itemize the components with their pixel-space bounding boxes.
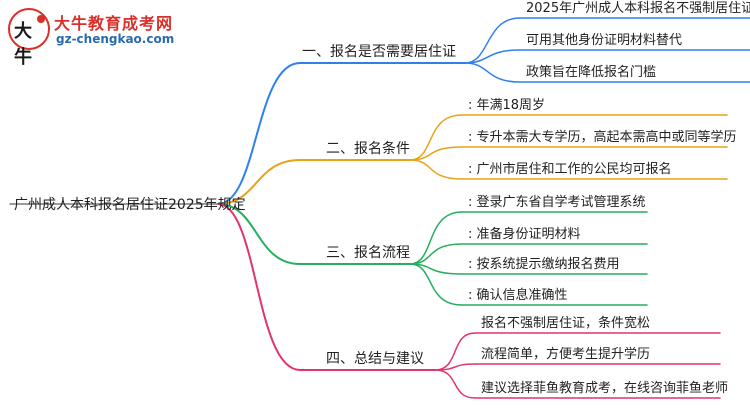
branch-3-leaf-3-label: : 按系统提示缴纳报名费用 — [468, 256, 620, 272]
branch-2-leaf-3-label: : 广州市居住和工作的公民均可报名 — [468, 161, 672, 177]
branch-4-leaf-1-link — [434, 332, 476, 371]
branch-2-leaf-1-label: : 年满18周岁 — [468, 98, 545, 113]
branch-1-leaf-1-label: 2025年广州成人本科报名不强制居住证 — [526, 0, 750, 16]
branch-2-leaf-2-label: : 专升本需大专学历，高起本需高中或同等学历 — [468, 129, 737, 145]
branch-3-leaf-4-link — [409, 263, 463, 306]
branch-3-leaf-2-label: : 准备身份证明材料 — [468, 226, 581, 242]
branch-4-leaf-3-label: 建议选择菲鱼教育成考，在线咨询菲鱼老师 — [481, 380, 728, 396]
logo-badge-icon: 大牛 — [8, 8, 50, 68]
branch-3-leaf-1-link — [409, 211, 463, 265]
branch-2-leaf-1-link — [409, 114, 463, 161]
branch-1-leaf-3-label: 政策旨在降低报名门槛 — [526, 64, 656, 80]
logo-url: gz-chengkao.com — [56, 32, 175, 46]
branch-3-leaf-4-label: : 确认信息准确性 — [468, 287, 568, 303]
logo-dot — [37, 15, 45, 23]
branch-4-link — [217, 203, 301, 371]
mind-map-links — [9, 17, 750, 399]
branch-2-link — [217, 159, 301, 205]
branch-2-label: 二、报名条件 — [326, 140, 410, 157]
branch-4-label: 四、总结与建议 — [326, 351, 424, 367]
branch-1-leaf-3-link — [464, 62, 521, 83]
branch-4-leaf-2-link — [434, 363, 476, 371]
branch-4-leaf-3-link — [434, 369, 476, 399]
logo-mark: 大牛 — [14, 21, 32, 68]
branch-4-leaf-2-label: 流程简单，方便考生提升学历 — [481, 346, 650, 362]
root-node-label: 广州成人本科报名居住证2025年规定 — [14, 197, 246, 213]
branch-3-link — [217, 203, 301, 265]
site-logo: 大牛 大牛教育成考网 gz-chengkao.com — [8, 8, 183, 68]
branch-1-leaf-1-link — [464, 17, 521, 64]
logo-title: 大牛教育成考网 — [54, 14, 174, 33]
branch-2-leaf-2-link — [409, 146, 463, 161]
branch-1-label: 一、报名是否需要居住证 — [302, 44, 456, 60]
branch-4-leaf-1-label: 报名不强制居住证，条件宽松 — [481, 315, 650, 331]
branch-3-label: 三、报名流程 — [326, 245, 410, 261]
mind-map-nodes: 广州成人本科报名居住证2025年规定 一、报名是否需要居住证 2025年广州成人本… — [14, 0, 750, 396]
branch-3-leaf-2-link — [409, 243, 463, 265]
branch-1-leaf-2-label: 可用其他身份证明材料替代 — [526, 32, 682, 48]
branch-1-link — [217, 62, 301, 205]
branch-3-leaf-1-label: : 登录广东省自学考试管理系统 — [468, 194, 646, 210]
branch-1-leaf-2-link — [464, 49, 521, 64]
branch-2-leaf-3-link — [409, 159, 463, 180]
